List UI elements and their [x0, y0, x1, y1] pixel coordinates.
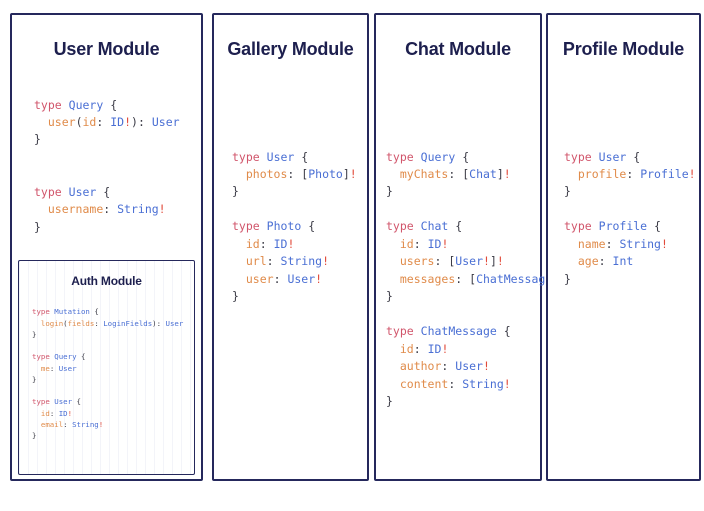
- schema-code-auth: type Mutation { login(fields: LoginField…: [32, 307, 184, 441]
- schema-code-gallery: type User { photos: [Photo]! } type Phot…: [232, 149, 357, 304]
- module-card-user[interactable]: User Module type Query { user(id: ID!): …: [10, 13, 203, 481]
- schema-code-profile: type User { profile: Profile! } type Pro…: [564, 149, 696, 286]
- module-title-auth: Auth Module: [71, 274, 142, 288]
- module-card-auth[interactable]: Auth Module type Mutation { login(fields…: [18, 260, 195, 475]
- module-title-profile: Profile Module: [562, 39, 685, 59]
- module-title-user: User Module: [53, 39, 160, 59]
- module-title-chat: Chat Module: [405, 39, 511, 59]
- module-title-gallery: Gallery Module: [227, 39, 354, 59]
- module-card-gallery[interactable]: Gallery Module type User { photos: [Phot…: [212, 13, 369, 481]
- schema-code-chat: type Query { myChats: [Chat]! } type Cha…: [386, 149, 566, 409]
- module-card-profile[interactable]: Profile Module type User { profile: Prof…: [546, 13, 701, 481]
- module-card-chat[interactable]: Chat Module type Query { myChats: [Chat]…: [374, 13, 566, 481]
- schema-code-user: type Query { user(id: ID!): User } type …: [34, 97, 180, 234]
